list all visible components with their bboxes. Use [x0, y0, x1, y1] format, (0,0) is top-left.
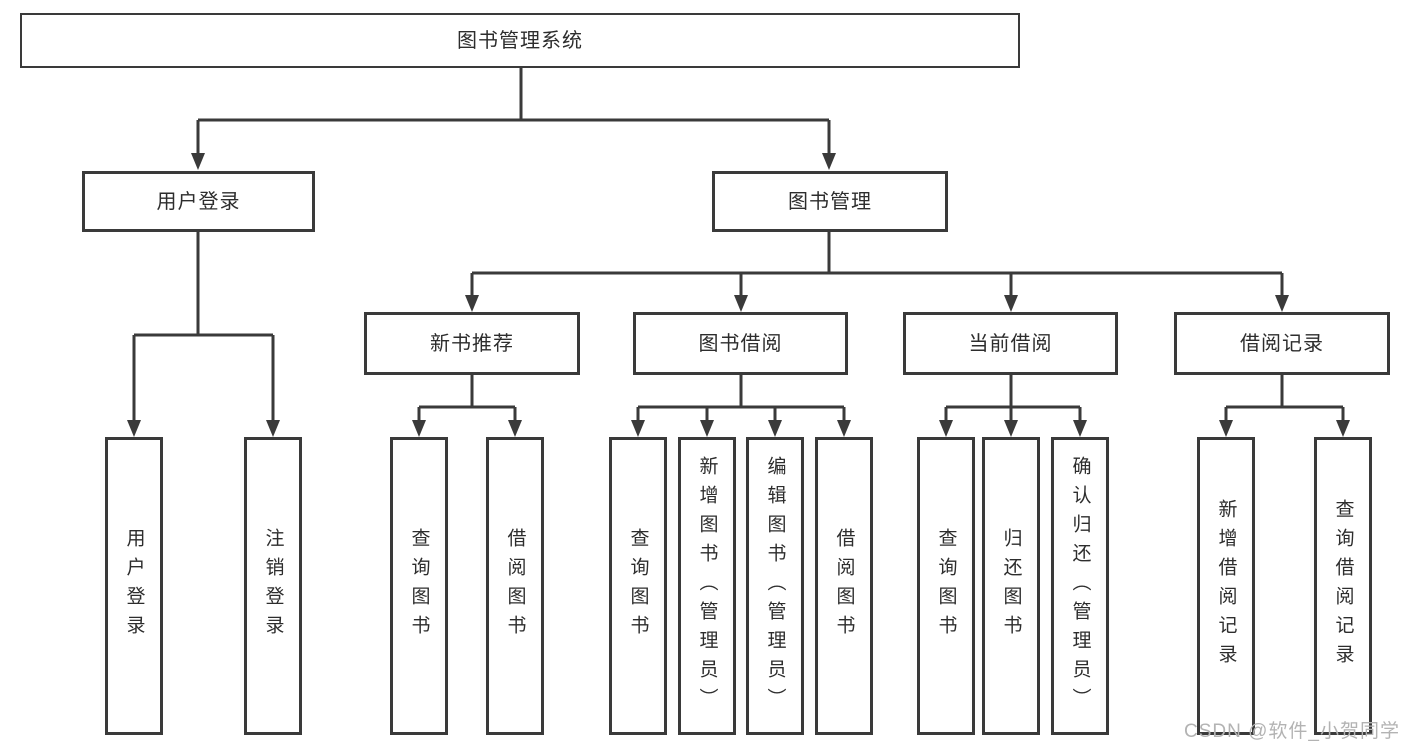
- leaf-query-books-recommend: 查询图书: [390, 437, 448, 735]
- leaf-query-books-borrowing: 查询图书: [609, 437, 667, 735]
- connector-borrowing-children: [631, 375, 851, 437]
- leaf-query-books-current-label: 查询图书: [935, 528, 957, 644]
- node-current-borrowing-label: 当前借阅: [968, 332, 1053, 355]
- leaf-user-login: 用户登录: [105, 437, 163, 735]
- csdn-watermark: CSDN @软件_小贺同学: [1184, 721, 1400, 742]
- leaf-confirm-return-admin: 确认归还（管理员）: [1051, 437, 1109, 735]
- leaf-add-books-admin-label: 新增图书（管理员）: [696, 455, 718, 717]
- node-new-book-recommend-label: 新书推荐: [430, 332, 514, 355]
- leaf-user-login-label: 用户登录: [123, 528, 145, 644]
- node-book-management: 图书管理: [712, 171, 948, 232]
- leaf-logout: 注销登录: [244, 437, 302, 735]
- leaf-edit-books-admin: 编辑图书（管理员）: [746, 437, 804, 735]
- node-borrow-records: 借阅记录: [1174, 312, 1390, 375]
- leaf-query-books-recommend-label: 查询图书: [408, 528, 430, 644]
- node-library-system: 图书管理系统: [20, 13, 1020, 68]
- leaf-add-borrow-record-label: 新增借阅记录: [1215, 499, 1237, 673]
- node-book-management-label: 图书管理: [788, 190, 872, 213]
- leaf-edit-books-admin-label: 编辑图书（管理员）: [764, 455, 786, 717]
- leaf-confirm-return-admin-label: 确认归还（管理员）: [1069, 455, 1091, 717]
- node-user-login-label: 用户登录: [156, 190, 241, 213]
- leaf-borrow-books: 借阅图书: [815, 437, 873, 735]
- connector-current-children: [939, 375, 1087, 437]
- connector-new-rec-children: [412, 375, 522, 437]
- leaf-add-borrow-record: 新增借阅记录: [1197, 437, 1255, 735]
- node-book-borrowing: 图书借阅: [633, 312, 848, 375]
- leaf-add-books-admin: 新增图书（管理员）: [678, 437, 736, 735]
- leaf-borrow-books-label: 借阅图书: [833, 528, 855, 644]
- node-user-login: 用户登录: [82, 171, 315, 232]
- leaf-borrow-books-recommend-label: 借阅图书: [504, 528, 526, 644]
- leaf-return-books: 归还图书: [982, 437, 1040, 735]
- connector-book-mgmt-to-level3: [465, 232, 1289, 312]
- node-library-system-label: 图书管理系统: [457, 29, 583, 52]
- leaf-query-books-current: 查询图书: [917, 437, 975, 735]
- node-borrow-records-label: 借阅记录: [1240, 332, 1324, 355]
- connector-records-children: [1219, 375, 1350, 437]
- node-new-book-recommend: 新书推荐: [364, 312, 580, 375]
- leaf-logout-label: 注销登录: [262, 528, 284, 644]
- connector-root-to-level2: [191, 68, 836, 170]
- leaf-borrow-books-recommend: 借阅图书: [486, 437, 544, 735]
- connector-user-login-children: [127, 232, 280, 437]
- leaf-return-books-label: 归还图书: [1000, 528, 1022, 644]
- leaf-query-borrow-record-label: 查询借阅记录: [1332, 499, 1354, 673]
- node-current-borrowing: 当前借阅: [903, 312, 1118, 375]
- node-book-borrowing-label: 图书借阅: [698, 332, 783, 355]
- leaf-query-borrow-record: 查询借阅记录: [1314, 437, 1372, 735]
- leaf-query-books-borrowing-label: 查询图书: [627, 528, 649, 644]
